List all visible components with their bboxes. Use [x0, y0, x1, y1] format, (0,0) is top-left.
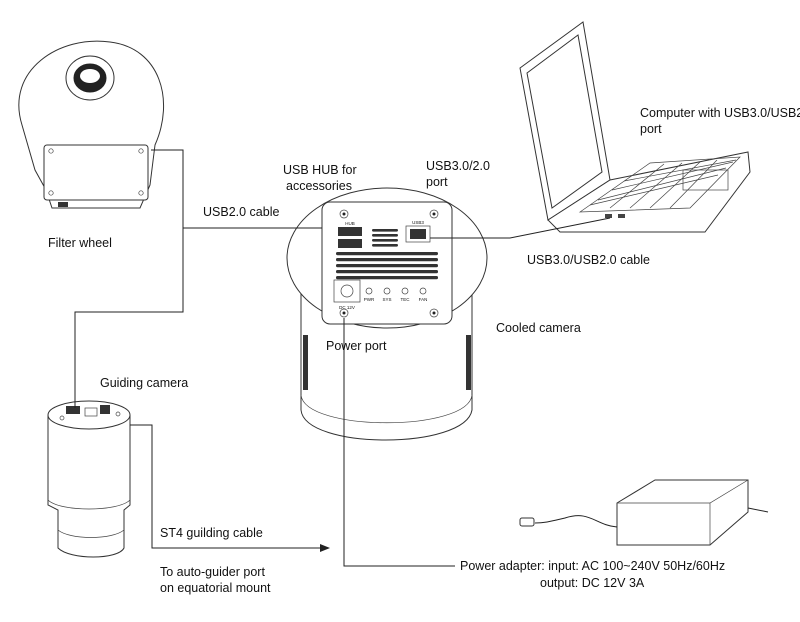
- guider-to-hub-line: [74, 228, 184, 408]
- computer-label-line2: port: [640, 122, 662, 136]
- led-pwr-label: PWR: [364, 297, 375, 302]
- vent-slots: [336, 229, 438, 280]
- usb20-cable-label: USB2.0 cable: [203, 205, 279, 219]
- vent-slot: [372, 229, 398, 232]
- computer-label-line1: Computer with USB3.0/USB2.0: [640, 106, 800, 120]
- usb3-port-label-line2: port: [426, 175, 448, 189]
- usb20-cable-line: [151, 149, 322, 229]
- led-sys-label: SYS: [382, 297, 391, 302]
- power-adapter-label-line1: Power adapter: input: AC 100~240V 50Hz/6…: [460, 559, 725, 573]
- vent-slot: [336, 270, 438, 274]
- filter-wheel: [18, 40, 165, 209]
- vent-slot: [372, 244, 398, 247]
- vent-slot: [336, 258, 438, 262]
- hub-port-label: HUB: [345, 221, 355, 226]
- filter-wheel-label: Filter wheel: [48, 236, 112, 250]
- usb3-port-label: USB3: [412, 220, 424, 225]
- guiding-camera-label: Guiding camera: [100, 376, 188, 390]
- guiding-camera: [47, 400, 131, 558]
- usb3-cable-line: [430, 217, 611, 239]
- vent-slot: [372, 239, 398, 242]
- st4-cable-line: [130, 424, 330, 552]
- vent-slot: [336, 252, 438, 256]
- vent-slot: [336, 264, 438, 268]
- usb-hub-label-line2: accessories: [286, 179, 352, 193]
- power-adapter-label-line2: output: DC 12V 3A: [540, 576, 645, 590]
- auto-guider-label-line2: on equatorial mount: [160, 581, 271, 595]
- usb-hub-label-line1: USB HUB for: [283, 163, 357, 177]
- usb3-port-label-line1: USB3.0/2.0: [426, 159, 490, 173]
- vent-slot: [336, 276, 438, 280]
- computer-laptop: [519, 21, 751, 233]
- power-cable-line: [343, 318, 455, 567]
- auto-guider-label-line1: To auto-guider port: [160, 565, 265, 579]
- cooled-camera: HUB USB3 DC 12V PWR SYS TEC FAN: [286, 187, 488, 441]
- led-fan-label: FAN: [419, 297, 428, 302]
- vent-slot: [372, 234, 398, 237]
- cooled-camera-label: Cooled camera: [496, 321, 581, 335]
- power-port-label: Power port: [326, 339, 387, 353]
- dc-jack-label: DC 12V: [339, 305, 355, 310]
- st4-cable-label: ST4 guilding cable: [160, 526, 263, 540]
- led-tec-label: TEC: [401, 297, 411, 302]
- power-adapter: [519, 479, 769, 546]
- usb3-cable-label: USB3.0/USB2.0 cable: [527, 253, 650, 267]
